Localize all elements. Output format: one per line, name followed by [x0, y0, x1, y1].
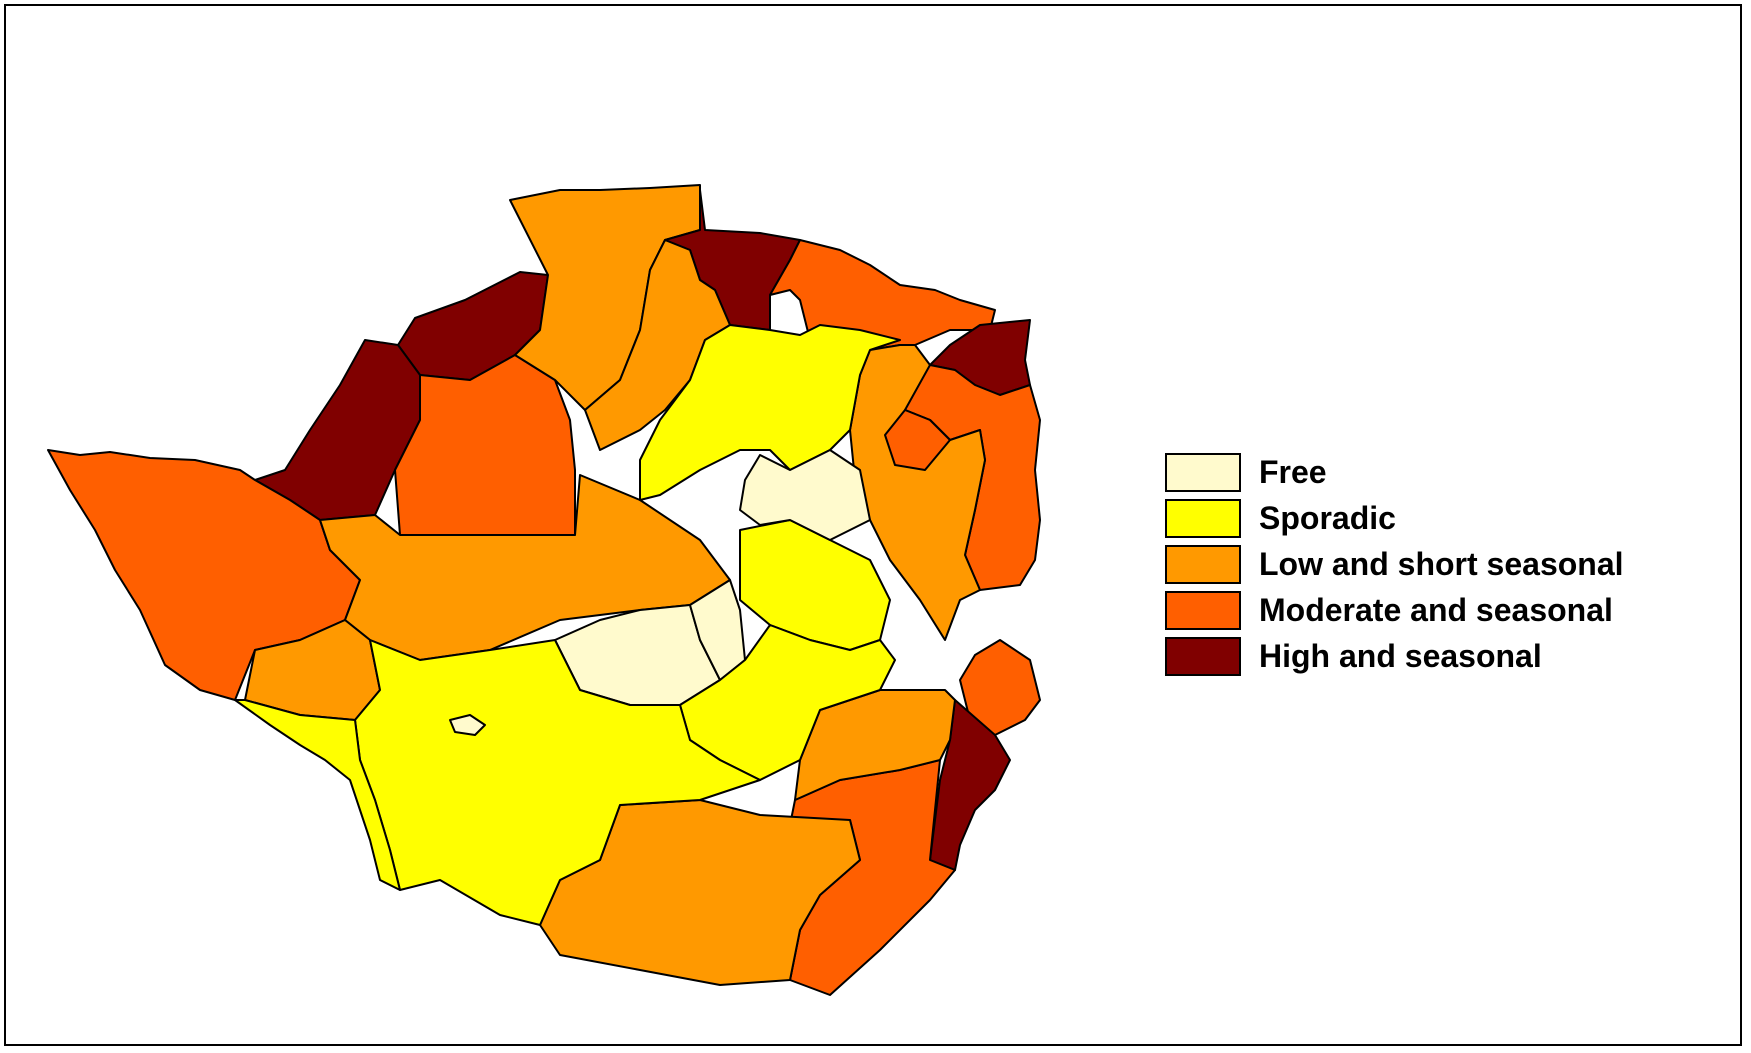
legend-label: Sporadic	[1259, 499, 1396, 536]
legend-swatch	[1165, 452, 1241, 492]
figure-frame	[4, 4, 1742, 1046]
legend-item-low: Low and short seasonal	[1165, 541, 1705, 587]
legend-swatch	[1165, 636, 1241, 676]
district-region	[794, 689, 956, 801]
legend-item-sporadic: Sporadic	[1165, 495, 1705, 541]
district-region	[739, 519, 891, 651]
district-region	[739, 449, 871, 541]
legend-item-high: High and seasonal	[1165, 633, 1705, 679]
legend-swatch	[1165, 498, 1241, 538]
district-region	[394, 354, 576, 536]
district-region	[584, 239, 731, 451]
district-region	[849, 344, 986, 641]
legend-swatch	[1165, 544, 1241, 584]
district-region	[884, 409, 951, 471]
legend-item-free: Free	[1165, 449, 1705, 495]
legend-label: Low and short seasonal	[1259, 545, 1624, 582]
legend-label: High and seasonal	[1259, 637, 1542, 674]
legend-item-moderate: Moderate and seasonal	[1165, 587, 1705, 633]
map-legend: Free Sporadic Low and short seasonal Mod…	[1165, 449, 1705, 679]
legend-swatch	[1165, 590, 1241, 630]
legend-label: Free	[1259, 453, 1327, 490]
legend-label: Moderate and seasonal	[1259, 591, 1613, 628]
district-region	[449, 714, 486, 736]
district-region	[929, 699, 1011, 871]
district-region	[234, 699, 401, 891]
